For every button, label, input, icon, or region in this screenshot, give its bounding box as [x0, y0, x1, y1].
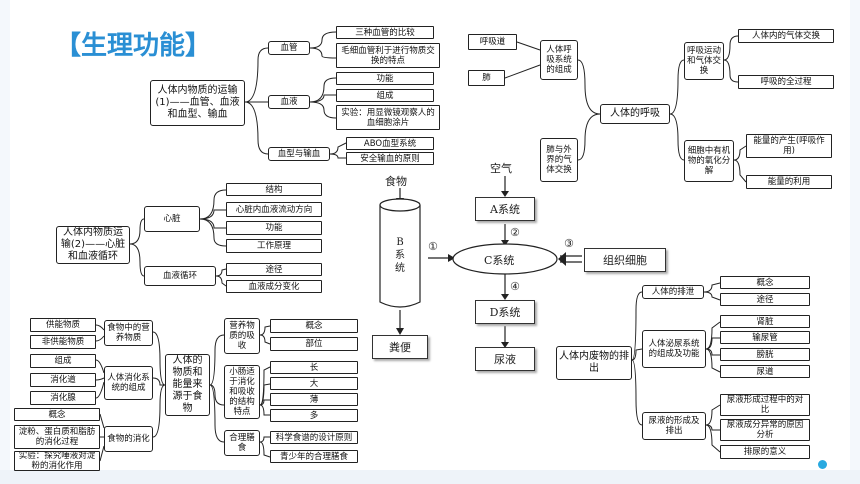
- label-circle-4: ④: [510, 280, 520, 293]
- leaf-absorption-concept: 概念: [270, 319, 358, 333]
- leaf-bladder: 膀胱: [720, 348, 810, 361]
- node-urine: 尿液: [475, 347, 535, 371]
- leaf-energy-use: 能量的利用: [746, 175, 832, 189]
- leaf-digestive-tract: 消化道: [30, 373, 96, 387]
- leaf-energy-production: 能量的产生(呼吸作用): [746, 134, 832, 158]
- leaf-digestion-process: 淀粉、蛋白质和脂肪的消化过程: [14, 425, 100, 449]
- node-a-system: A系统: [475, 197, 535, 221]
- leaf-blood-composition: 组成: [336, 89, 434, 102]
- node-food-digestion: 食物的消化: [104, 426, 153, 452]
- node-d-system: D系统: [475, 300, 535, 324]
- page-title: 【生理功能】: [55, 31, 212, 61]
- node-blood: 血液: [268, 95, 310, 109]
- leaf-teen-diet: 青少年的合理膳食: [270, 450, 358, 463]
- node-nutrient-absorption: 营养物质的吸收: [224, 318, 260, 354]
- leaf-energy-nutrients: 供能物质: [30, 318, 96, 332]
- leaf-intestine-many: 多: [270, 409, 358, 422]
- node-breath-motion: 呼吸运动和气体交换: [684, 42, 724, 80]
- label-circle-1: ①: [428, 240, 438, 253]
- leaf-absorption-site: 部位: [270, 337, 358, 351]
- leaf-abo: ABO血型系统: [346, 137, 434, 150]
- leaf-intestine-thin: 薄: [270, 393, 358, 406]
- leaf-nonenergy-nutrients: 非供能物质: [30, 335, 96, 349]
- leaf-heart-flow: 心脏内血液流动方向: [226, 202, 322, 217]
- node-respiration: 人体的呼吸: [600, 104, 670, 124]
- leaf-heart-principle: 工作原理: [226, 239, 322, 253]
- leaf-blood-function: 功能: [336, 72, 434, 85]
- node-tissue-cells: 组织细胞: [584, 248, 666, 272]
- leaf-ureter: 输尿管: [720, 331, 810, 344]
- node-respiratory-system: 人体呼吸系统的组成: [540, 40, 578, 80]
- leaf-heart-function: 功能: [226, 221, 322, 235]
- node-heart: 心脏: [144, 206, 200, 232]
- leaf-intestine-long: 长: [270, 361, 358, 374]
- node-circulation: 血液循环: [144, 266, 216, 286]
- footer-bar: [0, 470, 860, 484]
- leaf-digestive-composition: 组成: [30, 354, 96, 368]
- leaf-saliva-experiment: 实验：探究唾液对淀粉的消化作用: [14, 451, 100, 471]
- leaf-heart-structure: 结构: [226, 183, 322, 196]
- node-feces: 粪便: [372, 335, 428, 359]
- node-food-nutrients: 食物中的营养物质: [104, 320, 153, 346]
- node-digestive-system: 人体消化系统的组成: [104, 366, 153, 400]
- leaf-vessel-compare: 三种血管的比较: [336, 26, 434, 39]
- node-vessel: 血管: [268, 41, 310, 55]
- leaf-circulation-path: 途径: [226, 263, 322, 276]
- leaf-internal-exchange: 人体内的气体交换: [738, 29, 834, 43]
- leaf-menu-design: 科学食谱的设计原则: [270, 431, 358, 444]
- leaf-urination-meaning: 排尿的意义: [720, 445, 810, 459]
- node-excretion: 人体的排泄: [642, 285, 704, 299]
- decorative-dot: [818, 460, 827, 469]
- node-bloodtype: 血型与输血: [268, 147, 330, 161]
- node-reasonable-diet: 合理膳食: [224, 430, 260, 456]
- label-air: 空气: [490, 162, 512, 175]
- leaf-capillary: 毛细血管利于进行物质交换的特点: [336, 43, 440, 68]
- node-urine-formation: 尿液的形成及排出: [642, 412, 706, 440]
- label-circle-2: ②: [510, 226, 520, 239]
- leaf-excretion-concept: 概念: [720, 276, 810, 289]
- leaf-lung: 肺: [468, 70, 505, 86]
- leaf-kidney: 肾脏: [720, 315, 810, 328]
- leaf-urethra: 尿道: [720, 365, 810, 378]
- leaf-safe-transfusion: 安全输血的原则: [346, 152, 434, 165]
- leaf-full-process: 呼吸的全过程: [738, 75, 834, 89]
- node-small-intestine: 小肠适于消化和吸收的结构特点: [224, 365, 260, 419]
- node-oxidation: 细胞中有机物的氧化分解: [684, 140, 734, 182]
- leaf-blood-experiment: 实验：用显微镜观察人的血细胞涂片: [336, 105, 440, 130]
- label-food: 食物: [385, 175, 407, 188]
- leaf-excretion-path: 途径: [720, 293, 810, 306]
- label-c-system: C系统: [484, 254, 515, 267]
- leaf-digestion-concept: 概念: [14, 408, 100, 421]
- node-energy-source: 人体的物质和能量来源于食物: [165, 354, 210, 416]
- leaf-blood-change: 血液成分变化: [226, 280, 322, 293]
- leaf-intestine-large: 大: [270, 377, 358, 390]
- label-circle-3: ③: [564, 237, 574, 250]
- leaf-airway: 呼吸道: [468, 34, 517, 50]
- label-b-system: B系统: [395, 237, 405, 274]
- node-transport-2: 人体内物质运输(2)——心脏和血液循环: [56, 226, 130, 264]
- node-transport-1: 人体内物质的运输(1)——血管、血液和血型、输血: [150, 80, 245, 126]
- leaf-urine-compare: 尿液形成过程中的对比: [720, 394, 810, 416]
- leaf-digestive-gland: 消化腺: [30, 391, 96, 405]
- node-waste-excretion: 人体内废物的排出: [556, 346, 632, 380]
- node-lung-exchange: 肺与外界的气体交换: [540, 138, 578, 182]
- node-urinary-system: 人体泌尿系统的组成及功能: [642, 330, 706, 368]
- leaf-urine-abnormal: 尿液成分异常的原因分析: [720, 419, 810, 441]
